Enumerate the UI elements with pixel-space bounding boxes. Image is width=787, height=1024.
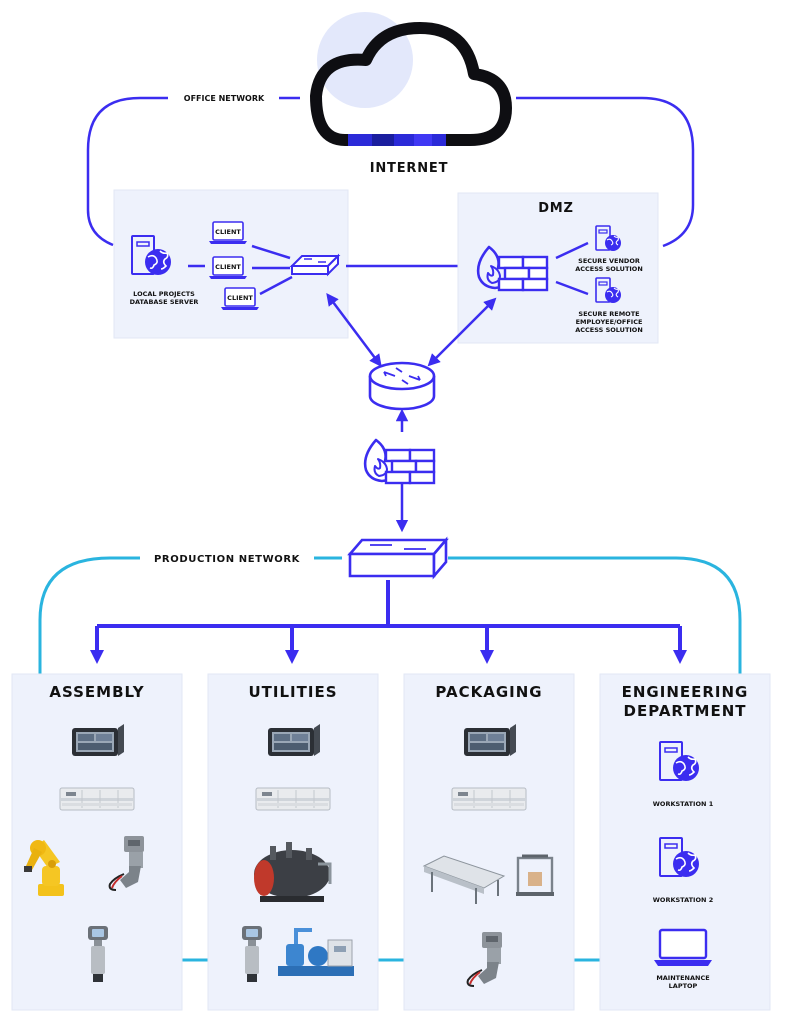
- plc-icon: [59, 787, 135, 811]
- production-network-link: [38, 556, 742, 962]
- plc-icon: [451, 787, 527, 811]
- palletizer-icon: [516, 854, 554, 896]
- vendor-label-line2: ACCESS SOLUTION: [575, 265, 643, 273]
- conveyor-icon: [422, 855, 506, 904]
- office-network-label: OFFICE NETWORK: [184, 94, 265, 103]
- client-1: CLIENT: [208, 221, 248, 245]
- client-2: CLIENT: [208, 256, 248, 280]
- vendor-label-line1: SECURE VENDOR: [578, 257, 640, 265]
- office-switch-icon: [289, 253, 341, 277]
- distribution-arrows: [90, 626, 687, 664]
- hmi-panel-icon: [464, 724, 516, 756]
- client-label: CLIENT: [227, 294, 253, 302]
- client-label: CLIENT: [215, 263, 241, 271]
- internet-label: INTERNET: [370, 161, 449, 176]
- maintenance-laptop-icon: [654, 928, 712, 966]
- dmz-label: DMZ: [538, 201, 574, 216]
- office-links: [188, 244, 293, 296]
- router-links: [326, 293, 497, 533]
- workstation-1-label: WORKSTATION 1: [653, 800, 714, 808]
- production-network-label: PRODUCTION NETWORK: [154, 554, 301, 565]
- office-network-link: [86, 96, 695, 248]
- core-firewall-icon: [363, 438, 436, 485]
- distribution-links: [97, 580, 680, 628]
- packaging-title: PACKAGING: [435, 683, 542, 701]
- router-icon: [368, 361, 436, 411]
- laptop-label-line1: MAINTENANCE: [656, 974, 709, 982]
- client-label: CLIENT: [215, 228, 241, 236]
- workstation-2-label: WORKSTATION 2: [653, 896, 713, 904]
- dmz-links: [555, 241, 589, 296]
- remote-label-line1: SECURE REMOTE: [578, 310, 639, 318]
- server-label-line1: LOCAL PROJECTS: [133, 290, 195, 298]
- hmi-panel-icon: [72, 724, 124, 756]
- plc-icon: [255, 787, 331, 811]
- remote-label-line3: ACCESS SOLUTION: [575, 326, 643, 334]
- engineering-title-line1: ENGINEERING: [622, 683, 749, 701]
- engineering-title-line2: DEPARTMENT: [624, 702, 747, 720]
- client-3: CLIENT: [220, 287, 260, 311]
- cloud-icon: [310, 12, 512, 146]
- assembly-title: ASSEMBLY: [49, 683, 144, 701]
- production-switch-icon: [347, 536, 449, 580]
- remote-label-line2: EMPLOYEE/OFFICE: [576, 318, 643, 326]
- robot-arm-icon: [24, 840, 64, 896]
- laptop-label-line2: LAPTOP: [669, 982, 698, 990]
- hmi-panel-icon: [268, 724, 320, 756]
- boiler-icon: [254, 842, 332, 902]
- engineering-panel: [599, 673, 771, 1011]
- utilities-title: UTILITIES: [249, 683, 338, 701]
- pump-skid-icon: [278, 928, 354, 976]
- server-label-line2: DATABASE SERVER: [130, 298, 199, 306]
